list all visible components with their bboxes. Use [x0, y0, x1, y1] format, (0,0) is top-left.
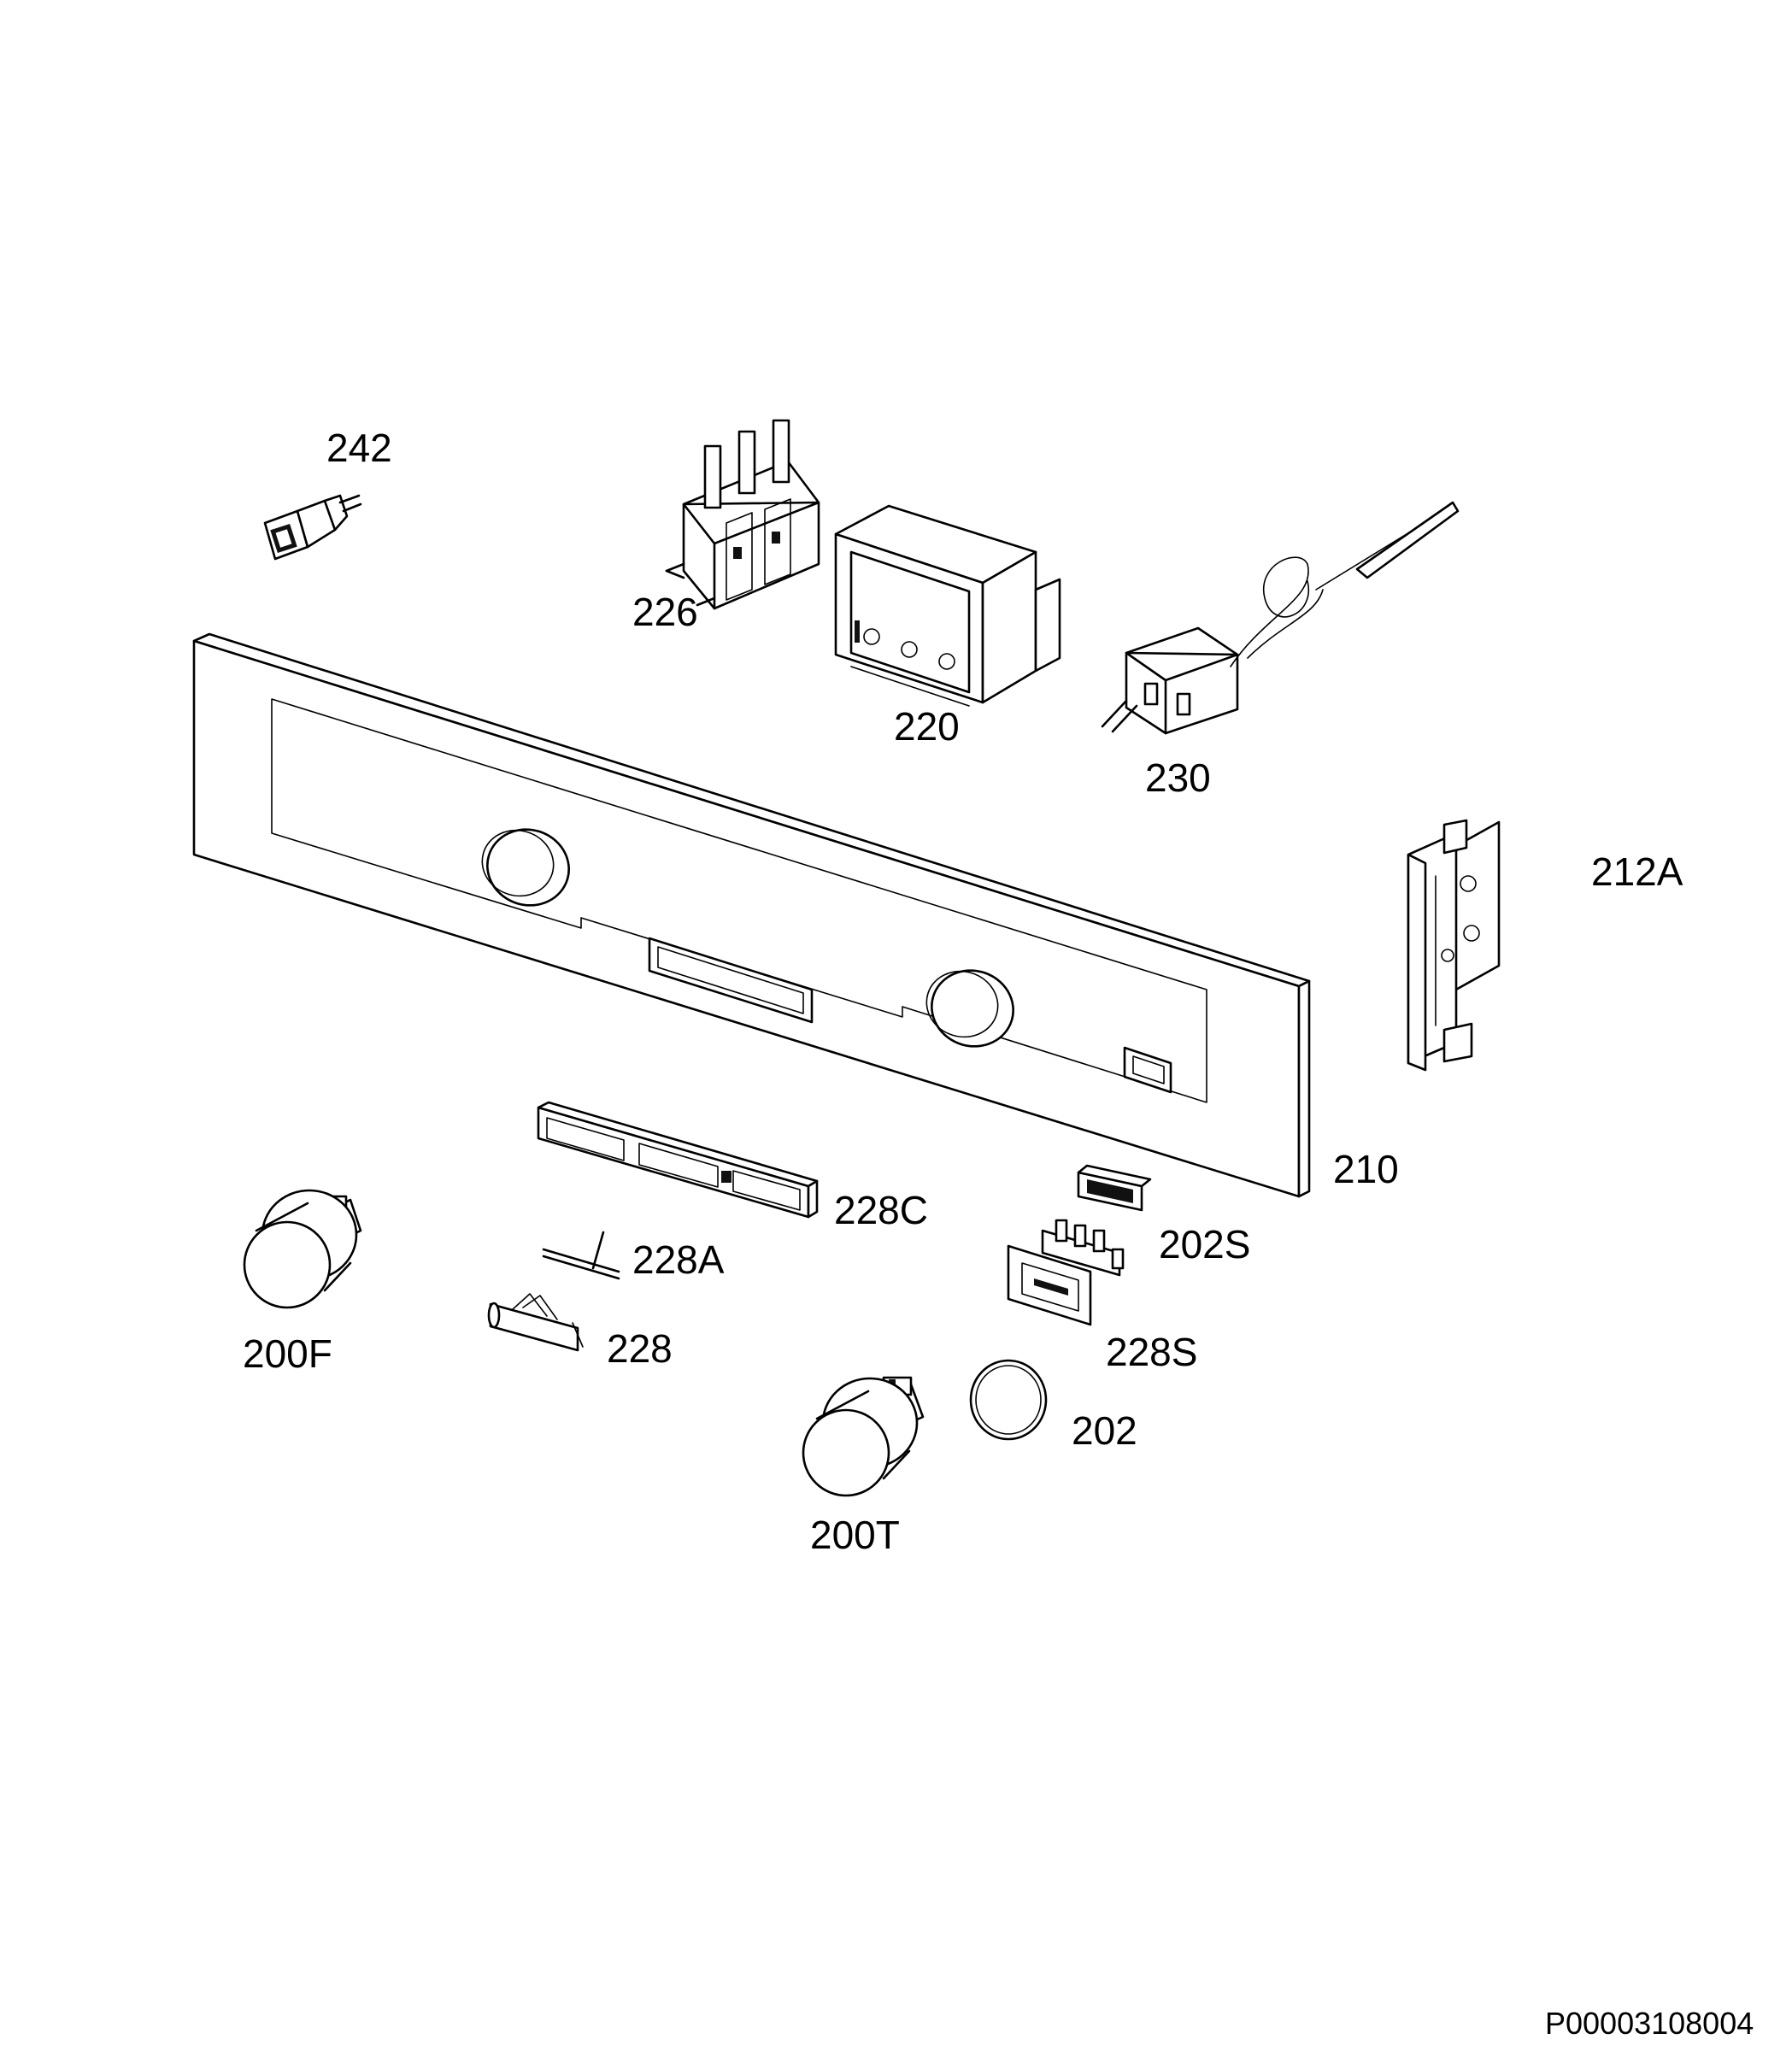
label-212A: 212A — [1591, 849, 1683, 894]
part-200T-knob — [802, 1376, 925, 1497]
part-230-thermostat — [1101, 501, 1460, 735]
part-210-control-panel — [192, 632, 1311, 1198]
part-202S-switch-frame — [1077, 1164, 1152, 1212]
label-230: 230 — [1145, 755, 1211, 800]
part-228S-switch-module — [1007, 1219, 1125, 1326]
label-242: 242 — [326, 426, 392, 470]
label-228: 228 — [607, 1326, 673, 1371]
part-226-selector-switch — [665, 419, 820, 610]
reference-code: P00003108004 — [1545, 2006, 1754, 2041]
label-210: 210 — [1333, 1147, 1399, 1191]
part-228-push-button — [487, 1293, 584, 1352]
part-200F-knob — [243, 1189, 362, 1309]
label-200F: 200F — [243, 1331, 332, 1376]
part-220-timer-housing — [834, 504, 1061, 707]
label-228A: 228A — [632, 1237, 725, 1282]
part-242-lamp-holder — [263, 494, 362, 561]
label-228C: 228C — [834, 1188, 928, 1232]
label-226: 226 — [632, 590, 698, 634]
label-200T: 200T — [810, 1513, 900, 1557]
part-228A-rod — [542, 1231, 620, 1280]
part-212A-mounting-bracket — [1407, 819, 1501, 1072]
part-202-ring — [969, 1359, 1048, 1441]
label-220: 220 — [894, 704, 960, 749]
label-202S: 202S — [1159, 1222, 1250, 1266]
part-228C-button-cover — [537, 1101, 819, 1219]
label-228S: 228S — [1106, 1330, 1197, 1374]
label-202: 202 — [1072, 1408, 1137, 1453]
